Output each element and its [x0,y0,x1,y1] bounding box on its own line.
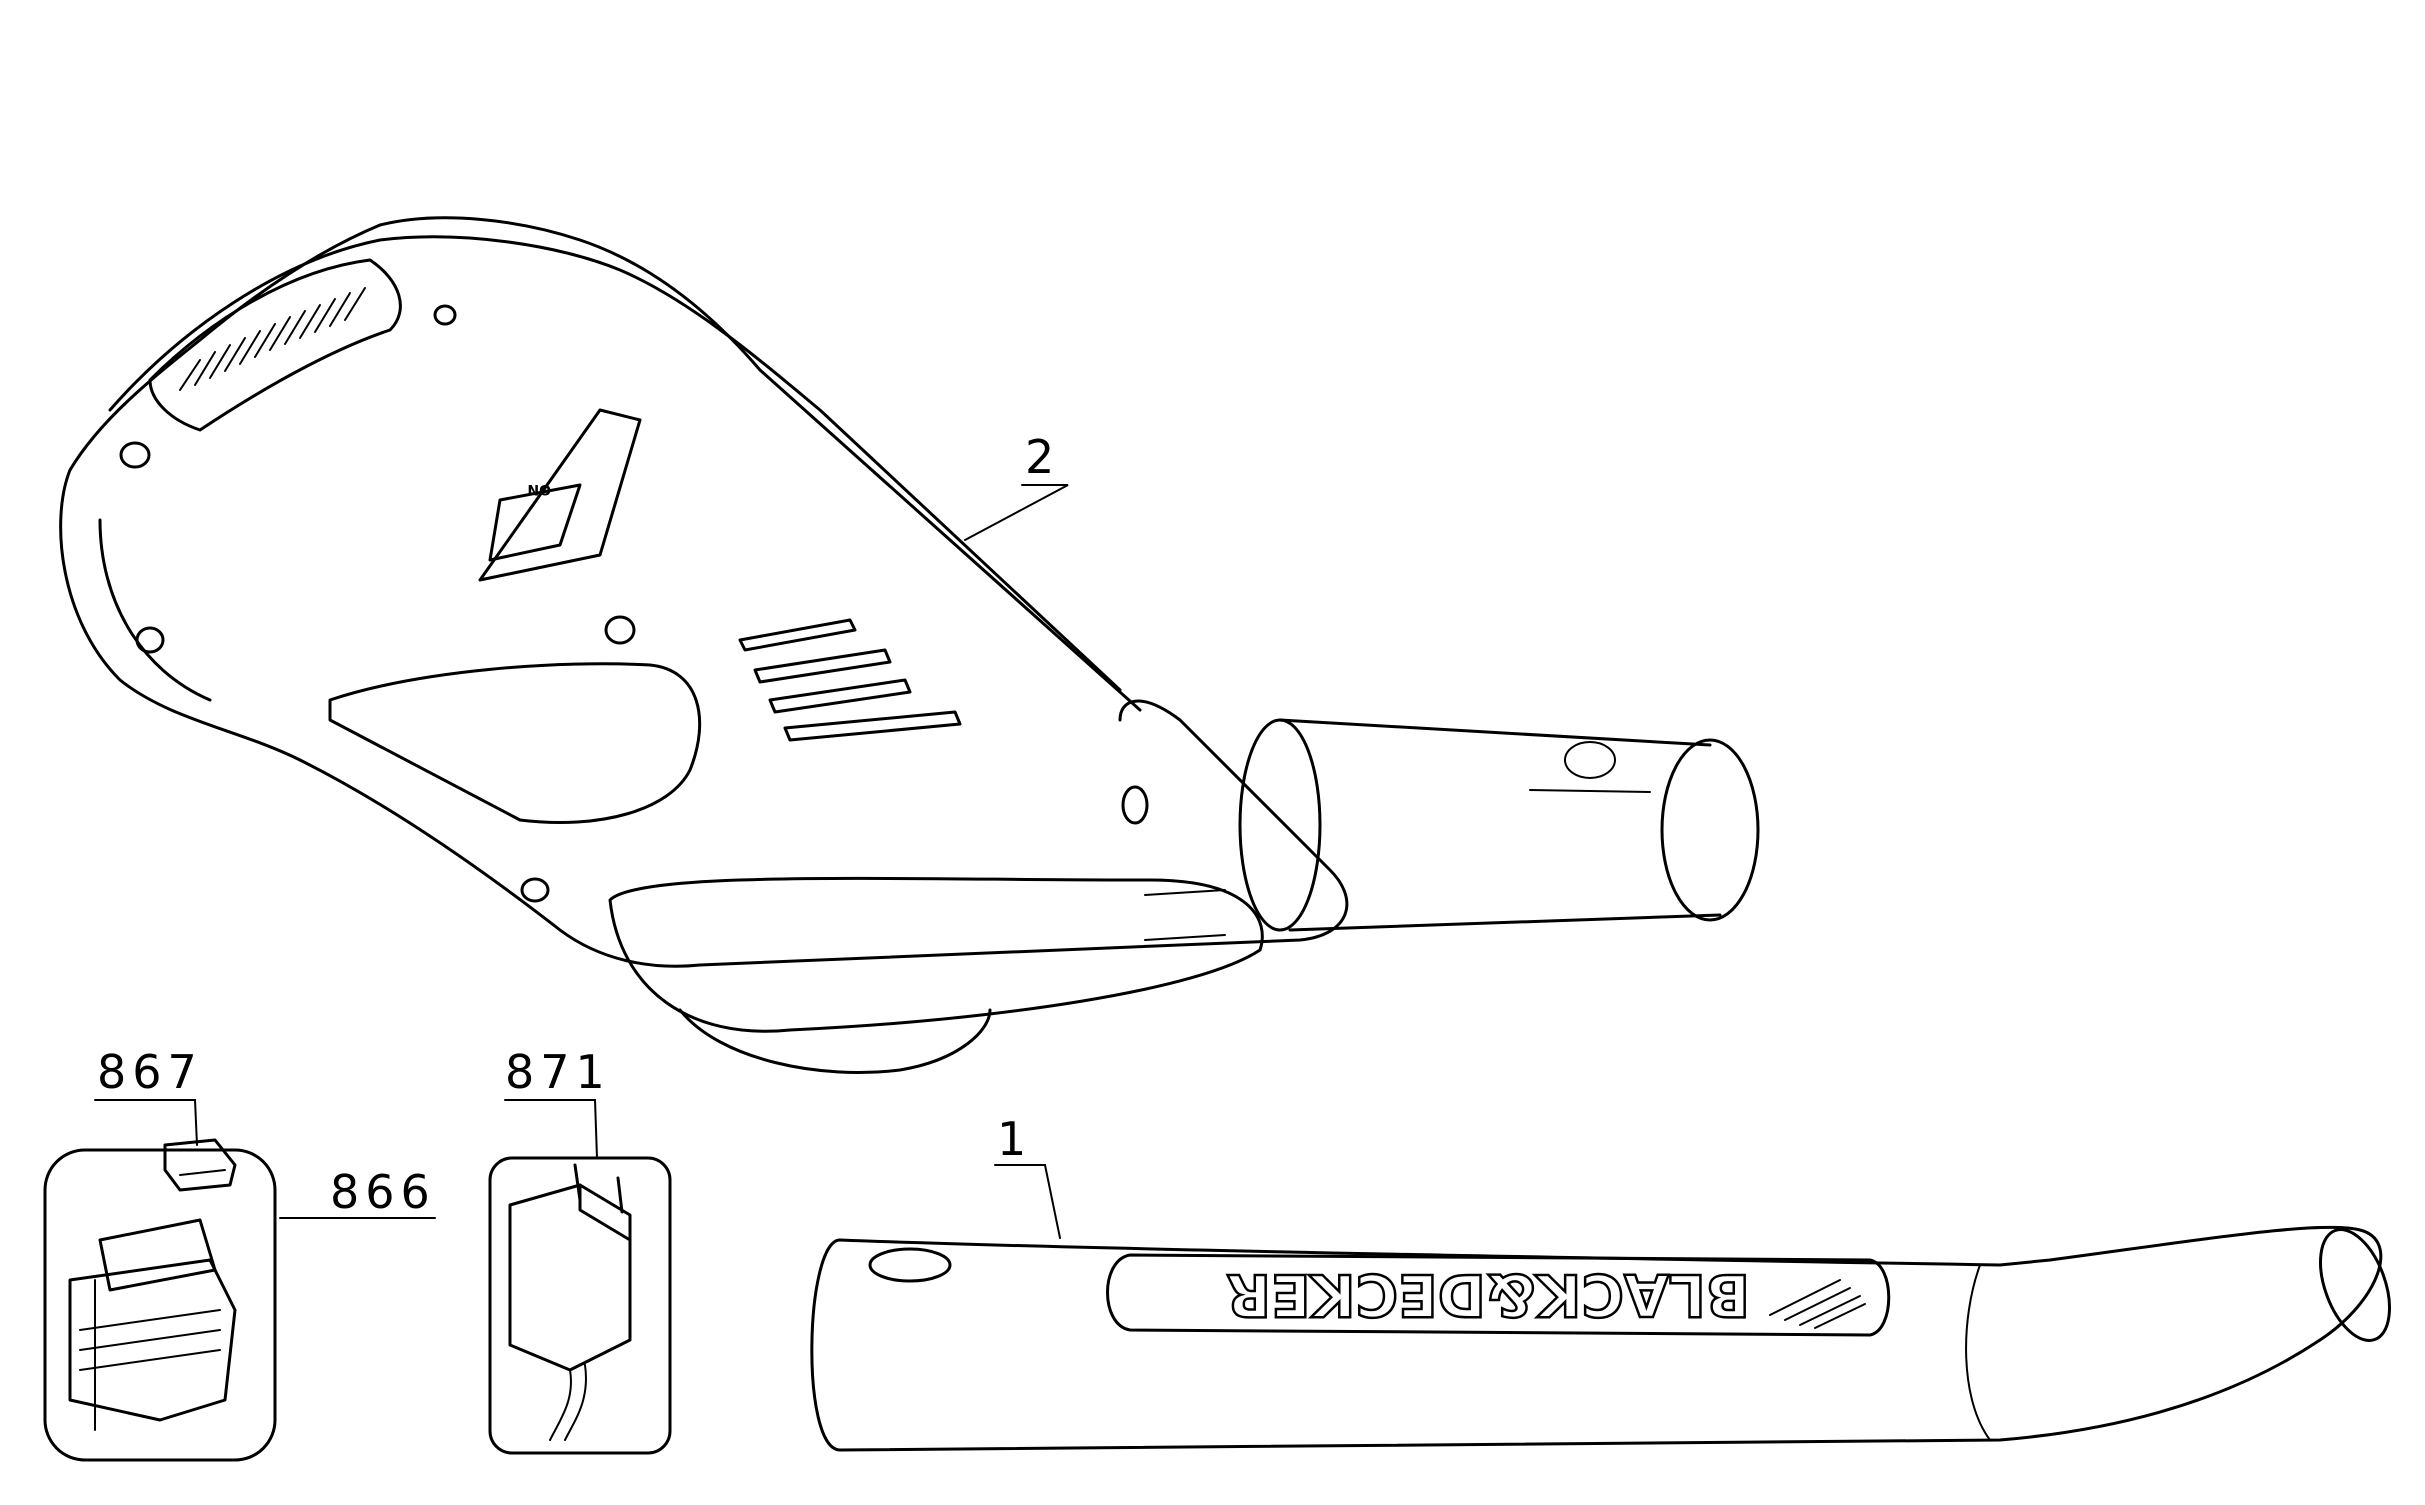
switch-label: ON [527,481,551,497]
callout-867: 867 [97,1045,203,1099]
tube-icon: BLACK&DECKER [810,1225,2391,1452]
battery-pack-icon [43,1138,277,1462]
brand-logo: BLACK&DECKER [1226,1261,1750,1329]
callout-871: 871 [505,1045,611,1099]
callout-1: 1 [997,1112,1032,1166]
callout-866: 866 [330,1165,436,1219]
charger-plug-icon [488,1156,672,1455]
callout-leaders [94,484,1069,1239]
blower-housing-icon: ON [59,216,1760,1074]
callout-2: 2 [1025,430,1060,484]
